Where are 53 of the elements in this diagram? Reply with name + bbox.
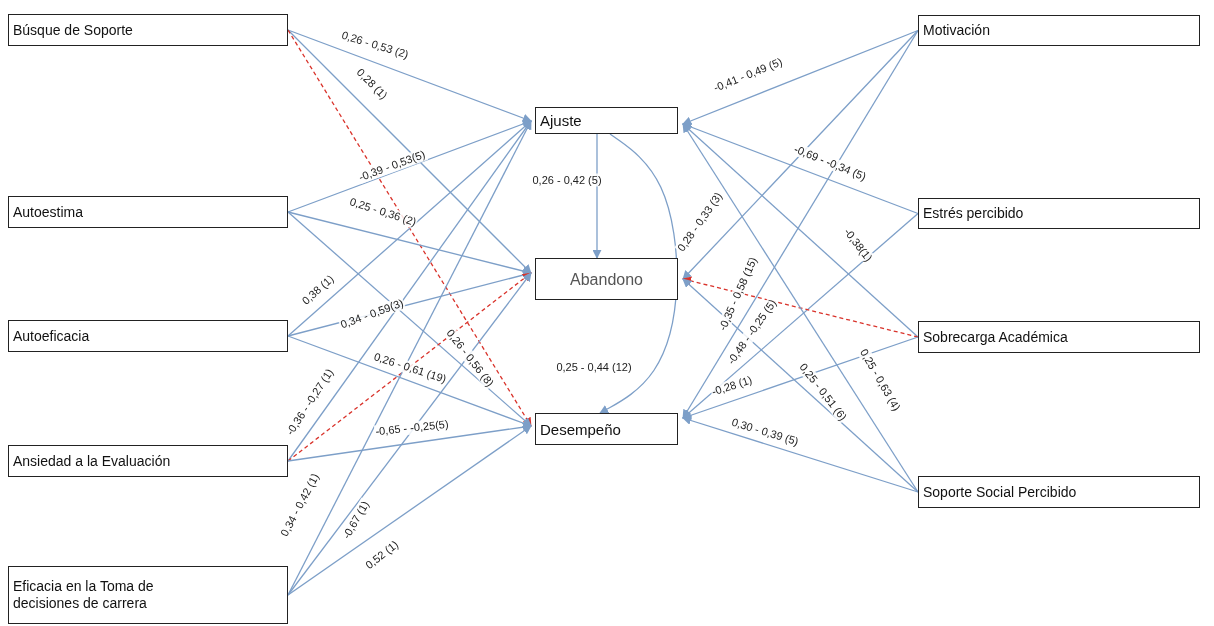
node-label: Ansiedad a la Evaluación — [13, 452, 171, 470]
arrow — [682, 123, 919, 338]
node-box — [8, 566, 288, 624]
node-label: Desempeño — [540, 420, 621, 438]
node-box — [918, 15, 1200, 46]
arrow — [287, 29, 532, 274]
node-label: Soporte Social Percibido — [923, 483, 1077, 501]
node-label: Estrés percibido — [923, 205, 1024, 222]
node-box — [535, 258, 678, 300]
arrow — [682, 336, 919, 420]
arrow — [287, 211, 532, 427]
arrow — [682, 29, 919, 126]
node-box — [918, 321, 1200, 353]
arrow — [287, 119, 532, 213]
node-box — [8, 196, 288, 228]
dashed-arrow — [287, 29, 532, 427]
edge-label: 0,30 - 0,39 (5) — [729, 415, 801, 449]
node-box — [535, 107, 678, 134]
node-label: Búsque de Soporte — [13, 21, 133, 39]
node-box — [918, 476, 1200, 508]
arrow — [682, 416, 919, 493]
node-box — [535, 413, 678, 445]
dashed-arrow — [682, 276, 919, 338]
arrow — [287, 425, 532, 596]
node-box — [918, 198, 1200, 229]
node-box — [8, 320, 288, 352]
arrow — [682, 29, 919, 419]
node-label: Motivación — [923, 22, 990, 39]
node-box — [8, 445, 288, 477]
arrow — [287, 335, 532, 428]
edge-label: 0,26 - 0,53 (2) — [339, 28, 411, 62]
arrow — [287, 120, 532, 337]
arrow — [682, 123, 919, 493]
arrow — [682, 122, 919, 215]
arrow — [592, 133, 602, 259]
node-label: Ajuste — [540, 112, 582, 129]
dashed-arrow — [287, 272, 532, 462]
arrow — [682, 212, 919, 419]
node-label: Eficacia en la Toma de decisiones de carrera — [13, 578, 155, 612]
arrow — [287, 422, 532, 462]
node-box — [8, 14, 288, 46]
node-label: Abandono — [570, 270, 643, 288]
node-label: Autoestima — [13, 203, 84, 221]
arrow — [287, 120, 532, 462]
edge-label: 0,26 - 0,42 (5) — [531, 173, 603, 187]
arrow — [287, 29, 532, 123]
edge-label: 0,25 - 0,44 (12) — [555, 360, 633, 374]
edge-label: -0,65 - -0,25(5) — [373, 417, 451, 439]
arrow — [682, 278, 919, 493]
node-label: Autoeficacia — [13, 327, 90, 345]
arrow — [682, 29, 919, 280]
node-label: Sobrecarga Académica — [923, 328, 1068, 346]
arrow — [287, 272, 532, 596]
